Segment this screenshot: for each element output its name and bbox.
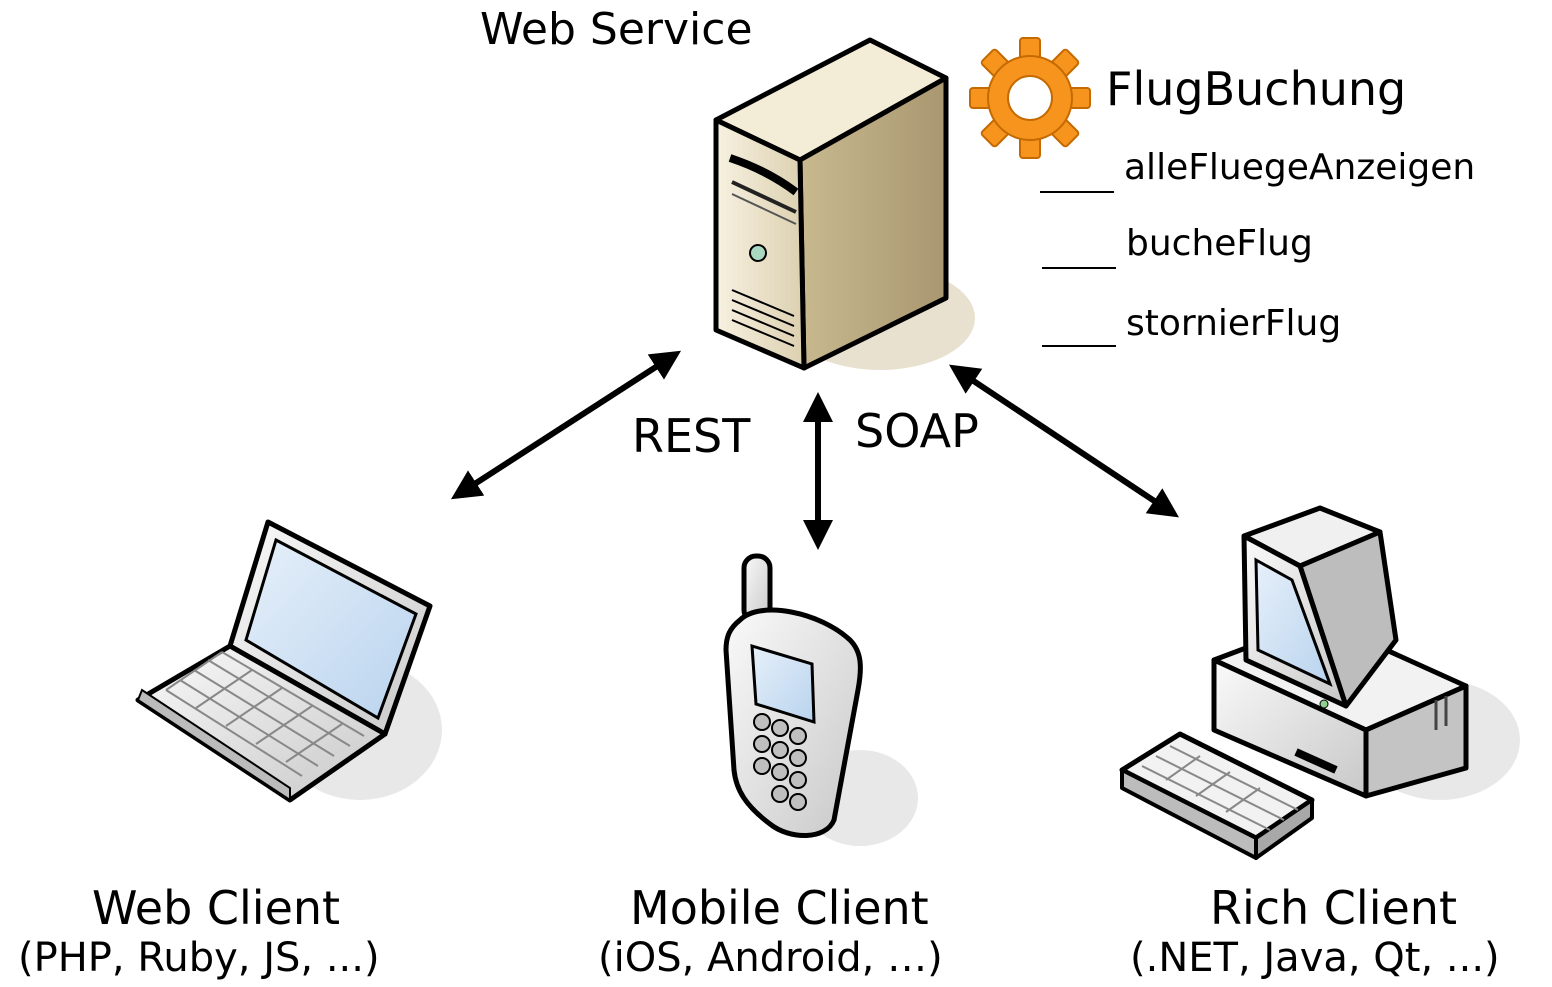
laptop-icon [135, 519, 442, 803]
desktop-computer-icon [1119, 505, 1520, 860]
web-client-arrow [450, 350, 682, 500]
mobile-client-name: Mobile Client [630, 881, 929, 935]
gear-icon [969, 37, 1091, 159]
soap-label: SOAP [855, 404, 979, 458]
operation-label: stornierFlug [1126, 303, 1342, 344]
server-icon [713, 37, 975, 371]
operation-label: bucheFlug [1126, 223, 1313, 264]
rest-label: REST [632, 409, 751, 463]
web-client-tech: (PHP, Ruby, JS, ...) [18, 935, 380, 981]
mobile-phone-icon [723, 553, 918, 846]
web-client-name: Web Client [92, 881, 341, 935]
rich-client-arrow [949, 364, 1179, 518]
operation-label: alleFluegeAnzeigen [1124, 147, 1476, 188]
mobile-client-tech: (iOS, Android, …) [598, 935, 943, 981]
rich-client-tech: (.NET, Java, Qt, ...) [1130, 935, 1500, 981]
service-name: FlugBuchung [1106, 62, 1407, 116]
web-service-title: Web Service [480, 4, 753, 55]
rich-client-name: Rich Client [1210, 881, 1457, 935]
